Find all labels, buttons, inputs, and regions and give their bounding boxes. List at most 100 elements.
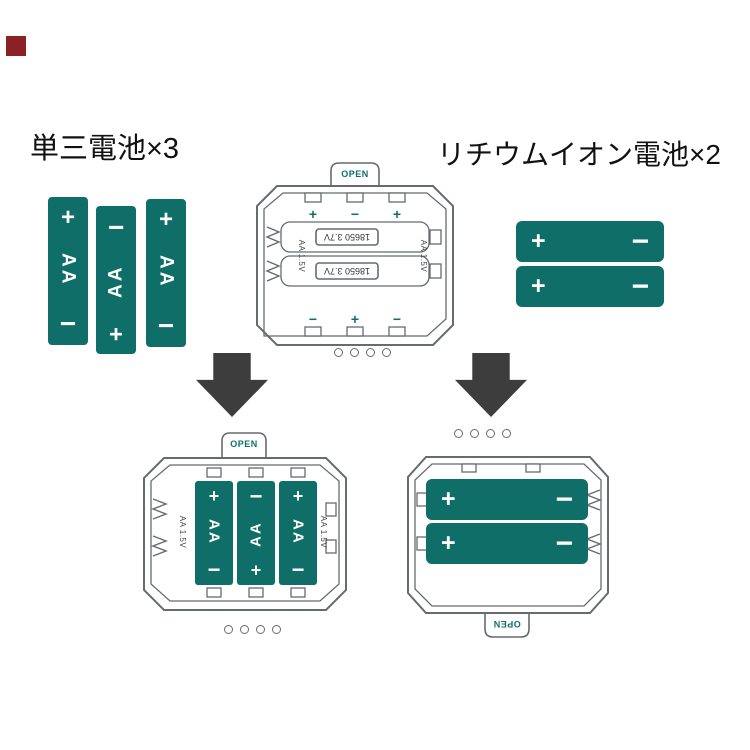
battery-plus-label: + bbox=[531, 272, 546, 300]
terminal-contact bbox=[346, 192, 364, 203]
holder-inner-wall bbox=[414, 463, 602, 607]
screw-dot bbox=[350, 348, 359, 357]
down-arrow-right bbox=[455, 353, 527, 417]
open-tab bbox=[484, 612, 530, 638]
cell-size-label: 18650 3.7V bbox=[324, 266, 370, 276]
battery-aa-label: AA bbox=[247, 521, 265, 547]
cell-size-plate bbox=[315, 228, 379, 246]
terminal-contact bbox=[325, 539, 337, 554]
battery-plus-label: + bbox=[250, 560, 262, 580]
battery-plus-label: + bbox=[292, 486, 304, 506]
aa-option-title: 単三電池×3 bbox=[30, 133, 180, 165]
polarity-plus-mark: + bbox=[351, 311, 359, 327]
battery-minus-label: − bbox=[631, 269, 649, 303]
screw-dot bbox=[454, 429, 463, 438]
holder-screw-dots bbox=[334, 348, 391, 357]
terminal-contact bbox=[429, 263, 442, 279]
cell-size-label: 18650 3.7V bbox=[324, 232, 370, 242]
aa-size-label: AA 1.5V bbox=[419, 240, 428, 273]
terminal-contact bbox=[429, 229, 442, 245]
terminal-contact bbox=[461, 463, 477, 473]
liion-battery-2: + − bbox=[516, 266, 664, 307]
terminal-contact bbox=[525, 463, 541, 473]
spring-contact-icon bbox=[151, 498, 168, 520]
holder-inner-wall bbox=[263, 192, 447, 337]
spring-contact-icon bbox=[585, 489, 602, 511]
battery-aa-label: AA bbox=[289, 519, 307, 545]
holder-screw-dots bbox=[224, 625, 281, 634]
battery-minus-label: − bbox=[291, 556, 305, 582]
battery-minus-label: − bbox=[555, 482, 573, 516]
aa-battery-2: + AA − bbox=[96, 206, 136, 354]
installed-aa-battery-2: + AA − bbox=[237, 481, 275, 585]
installed-aa-battery-3: + AA − bbox=[279, 481, 317, 585]
battery-minus-label: − bbox=[555, 526, 573, 560]
liion-battery-1: + − bbox=[516, 221, 664, 262]
battery-plus-label: + bbox=[441, 485, 456, 513]
battery-plus-label: + bbox=[158, 206, 173, 233]
screw-dot bbox=[382, 348, 391, 357]
battery-minus-label: − bbox=[157, 309, 175, 341]
screw-dot bbox=[224, 625, 233, 634]
down-arrow-left bbox=[196, 353, 268, 417]
battery-plus-label: + bbox=[60, 204, 75, 231]
battery-minus-label: − bbox=[207, 556, 221, 582]
liion-option-title: リチウムイオン電池×2 bbox=[437, 139, 721, 170]
spring-contact-icon bbox=[151, 535, 168, 557]
screw-dot bbox=[272, 625, 281, 634]
spring-contact-icon bbox=[265, 260, 281, 282]
battery-minus-label: − bbox=[631, 224, 649, 258]
battery-plus-label: + bbox=[109, 320, 124, 347]
installed-aa-battery-1: + AA − bbox=[195, 481, 233, 585]
holder-inner-wall bbox=[150, 464, 340, 602]
screw-dot bbox=[502, 429, 511, 438]
terminal-contact bbox=[388, 326, 406, 337]
screw-dot bbox=[334, 348, 343, 357]
battery-holder-empty: OPEN + − + 18650 3.7V 18650 3.7V AA 1.5V… bbox=[256, 162, 454, 346]
battery-aa-label: AA bbox=[205, 519, 223, 545]
terminal-contact bbox=[388, 192, 406, 203]
screw-dot bbox=[366, 348, 375, 357]
polarity-minus-mark: − bbox=[351, 206, 359, 222]
screw-dot bbox=[240, 625, 249, 634]
terminal-contact bbox=[206, 587, 222, 598]
spring-contact-icon bbox=[585, 533, 602, 555]
screw-dot bbox=[256, 625, 265, 634]
open-tab bbox=[221, 432, 267, 458]
polarity-plus-mark: + bbox=[393, 206, 401, 222]
spring-contact-icon bbox=[265, 226, 281, 248]
terminal-contact bbox=[346, 326, 364, 337]
cell-slot bbox=[280, 221, 430, 253]
terminal-contact bbox=[325, 502, 337, 517]
battery-plus-label: + bbox=[441, 529, 456, 557]
terminal-contact bbox=[206, 467, 222, 478]
polarity-plus-mark: + bbox=[309, 206, 317, 222]
corner-square bbox=[6, 36, 26, 56]
cell-size-plate bbox=[315, 262, 379, 280]
terminal-contact bbox=[248, 467, 264, 478]
battery-aa-label: AA bbox=[57, 253, 79, 287]
installed-liion-battery-2: + − bbox=[426, 523, 588, 564]
battery-aa-label: AA bbox=[155, 255, 177, 289]
open-tab-label: OPEN bbox=[493, 619, 521, 629]
aa-size-label: AA 1.5V bbox=[297, 240, 306, 273]
battery-aa-label: AA bbox=[105, 264, 127, 298]
polarity-minus-mark: − bbox=[393, 311, 401, 327]
battery-plus-label: + bbox=[208, 486, 220, 506]
polarity-minus-mark: − bbox=[309, 311, 317, 327]
aa-size-label: AA 1.5V bbox=[178, 516, 187, 549]
battery-minus-label: − bbox=[59, 307, 77, 339]
terminal-contact bbox=[290, 467, 306, 478]
battery-minus-label: − bbox=[107, 212, 125, 244]
terminal-contact bbox=[304, 192, 322, 203]
screw-dot bbox=[486, 429, 495, 438]
holder-screw-dots bbox=[454, 429, 511, 438]
open-tab-label: OPEN bbox=[230, 439, 258, 449]
installed-liion-battery-1: + − bbox=[426, 479, 588, 520]
open-tab bbox=[330, 162, 380, 186]
open-tab-label: OPEN bbox=[341, 169, 369, 179]
aa-battery-1: + AA − bbox=[48, 197, 88, 345]
screw-dot bbox=[470, 429, 479, 438]
terminal-contact bbox=[248, 587, 264, 598]
